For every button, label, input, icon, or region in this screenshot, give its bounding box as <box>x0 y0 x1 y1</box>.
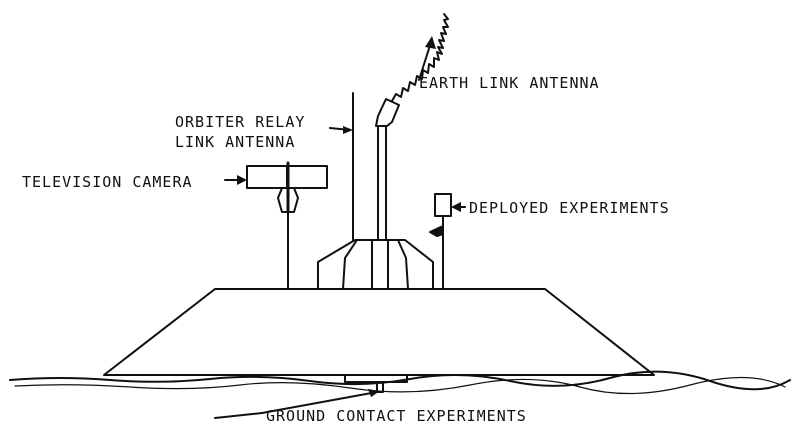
housing-inner-right <box>397 239 409 290</box>
earth-link-antenna-head <box>375 98 400 127</box>
tv-camera-mount <box>277 187 299 213</box>
label-earth-link-antenna: EARTH LINK ANTENNA <box>419 74 600 92</box>
deployed-experiment-flag <box>429 225 444 237</box>
arrowhead-ground <box>368 389 380 397</box>
lander-body <box>103 288 655 376</box>
ground-surface-line <box>9 370 791 391</box>
label-ground-contact-experiments: GROUND CONTACT EXPERIMENTS <box>266 407 527 425</box>
deployed-experiment-box <box>434 193 452 217</box>
ground-contact-probe <box>376 381 384 393</box>
leader-ground-1 <box>214 412 263 419</box>
earth-link-antenna-zigzag <box>391 13 449 102</box>
arrowhead-earth-link <box>425 36 436 49</box>
arrowhead-deployed <box>451 202 461 212</box>
label-television-camera: TELEVISION CAMERA <box>22 173 193 191</box>
central-housing <box>317 239 434 290</box>
housing-inner-left <box>342 239 358 290</box>
label-orbiter-relay-line2: LINK ANTENNA <box>175 133 296 151</box>
leader-ground-2 <box>261 391 378 414</box>
arrowhead-orbiter-relay <box>343 126 353 134</box>
arrowhead-television <box>237 175 247 185</box>
label-orbiter-relay-line1: ORBITER RELAY <box>175 113 306 131</box>
ground-surface-line-2 <box>14 376 786 395</box>
label-deployed-experiments: DEPLOYED EXPERIMENTS <box>469 199 670 217</box>
